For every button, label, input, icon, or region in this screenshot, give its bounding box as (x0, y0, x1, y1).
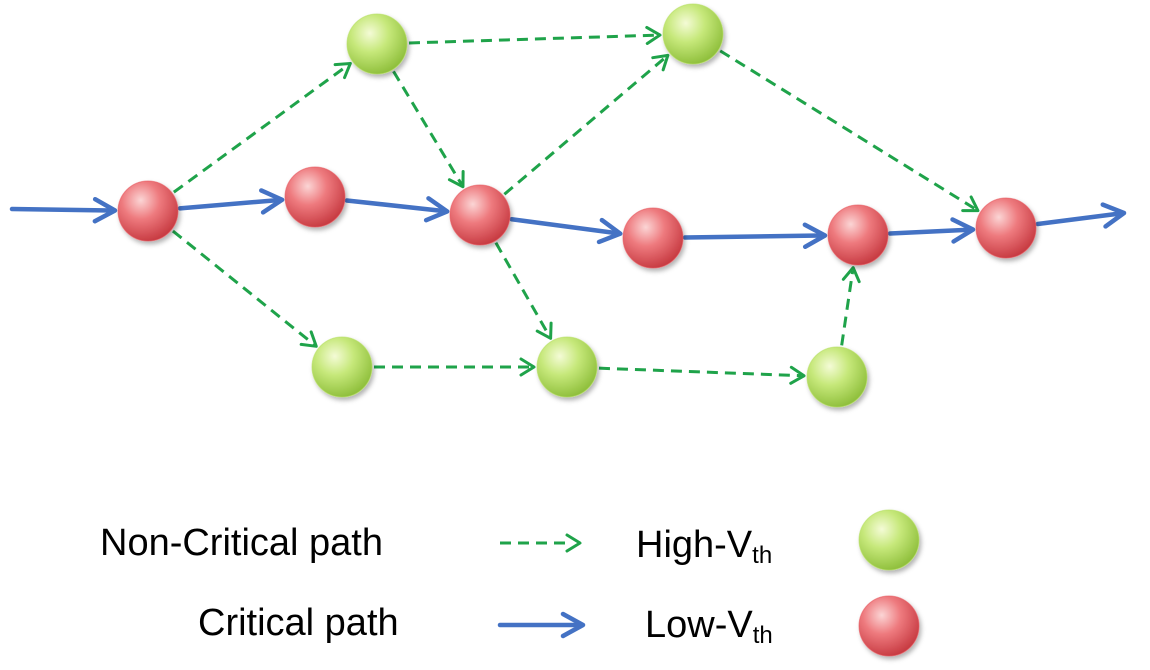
legend-low-vth-label: Low-Vth (645, 604, 773, 649)
low-vth-node-r6 (975, 197, 1037, 259)
low-vth-node-r4 (622, 207, 684, 269)
legend-noncritical-label: Non-Critical path (100, 522, 383, 564)
noncritical-arrow-head (333, 61, 352, 80)
noncritical-edge-g5-r5 (840, 266, 861, 346)
critical-arrow-head (950, 217, 976, 244)
noncritical-edge-line (408, 33, 658, 45)
legend-high-vth-subscript: th (752, 542, 773, 569)
low-vth-node-r1 (117, 180, 179, 242)
critical-edge-line (1035, 211, 1123, 227)
low-vth-node-r2 (284, 166, 346, 228)
critical-edge-line (9, 206, 114, 213)
critical-edge-line (344, 198, 446, 214)
high-vth-node-g5 (806, 346, 868, 408)
critical-edge-r5-r6 (887, 217, 976, 244)
noncritical-arrow-head (841, 266, 861, 284)
noncritical-edge-line (598, 366, 802, 378)
noncritical-arrow-head (651, 53, 670, 72)
noncritical-edge-line (494, 242, 551, 337)
noncritical-edge-line (503, 56, 667, 196)
legend-critical-arrow (497, 611, 586, 639)
legend-noncritical-arrow (500, 533, 582, 553)
critical-edge-in-r1 (9, 196, 118, 224)
critical-edge-line (509, 216, 619, 236)
critical-edge-line (177, 197, 281, 211)
high-vth-node-g4 (536, 336, 598, 398)
critical-arrow-head (1100, 202, 1127, 229)
noncritical-edge-r1-g3 (171, 229, 318, 348)
noncritical-edge-g1-g2 (408, 25, 662, 45)
noncritical-arrow-head (447, 169, 465, 189)
critical-arrow-head (92, 196, 118, 224)
noncritical-edge-g1-r3 (392, 70, 465, 189)
critical-edge-r4-r5 (682, 222, 828, 250)
noncritical-arrow-head (299, 330, 318, 348)
low-vth-node-r3 (449, 184, 511, 246)
noncritical-edge-line (719, 49, 977, 211)
noncritical-edge-r3-g4 (494, 242, 553, 340)
noncritical-arrow-head (961, 195, 980, 213)
noncritical-edge-r1-g1 (172, 61, 352, 194)
critical-edge-r3-r4 (509, 216, 623, 245)
legend-low-vth-subscript: th (752, 622, 773, 649)
noncritical-arrow-head (645, 25, 662, 45)
critical-arrow-head (596, 217, 623, 245)
legend-layer (497, 509, 920, 657)
high-vth-node-g2 (662, 3, 724, 65)
low-vth-node-r5 (827, 204, 889, 266)
critical-edge-line (682, 233, 824, 240)
high-vth-node-g1 (346, 13, 408, 75)
legend-noncritical-arrow-head (565, 533, 582, 553)
noncritical-edge-line (840, 270, 855, 346)
critical-edge-r1-r2 (177, 188, 285, 215)
edges-layer (9, 25, 1127, 385)
noncritical-edge-g4-g5 (598, 365, 806, 385)
legend-critical-label: Critical path (198, 602, 399, 644)
noncritical-edge-line (171, 229, 315, 346)
high-vth-node-g3 (311, 336, 373, 398)
noncritical-edge-g2-r6 (719, 49, 980, 213)
legend-high-vth-node (858, 509, 920, 571)
critical-arrow-head (802, 222, 828, 250)
noncritical-edge-g3-g4 (374, 357, 536, 377)
critical-edge-r6-out (1035, 202, 1127, 229)
noncritical-arrow-head (519, 357, 536, 377)
critical-edge-r2-r3 (344, 196, 450, 223)
legend-critical-arrow-head (560, 611, 586, 639)
noncritical-edge-r3-g2 (503, 53, 670, 196)
critical-arrow-head (423, 196, 450, 223)
critical-arrow-head (259, 188, 285, 215)
noncritical-arrow-head (535, 321, 553, 340)
legend-low-vth-node (858, 595, 920, 657)
legend-high-vth-label: High-Vth (636, 524, 773, 569)
nodes-layer (117, 3, 1037, 408)
noncritical-arrow-head (789, 365, 806, 385)
critical-edge-line (887, 227, 972, 236)
noncritical-edge-line (392, 70, 463, 185)
